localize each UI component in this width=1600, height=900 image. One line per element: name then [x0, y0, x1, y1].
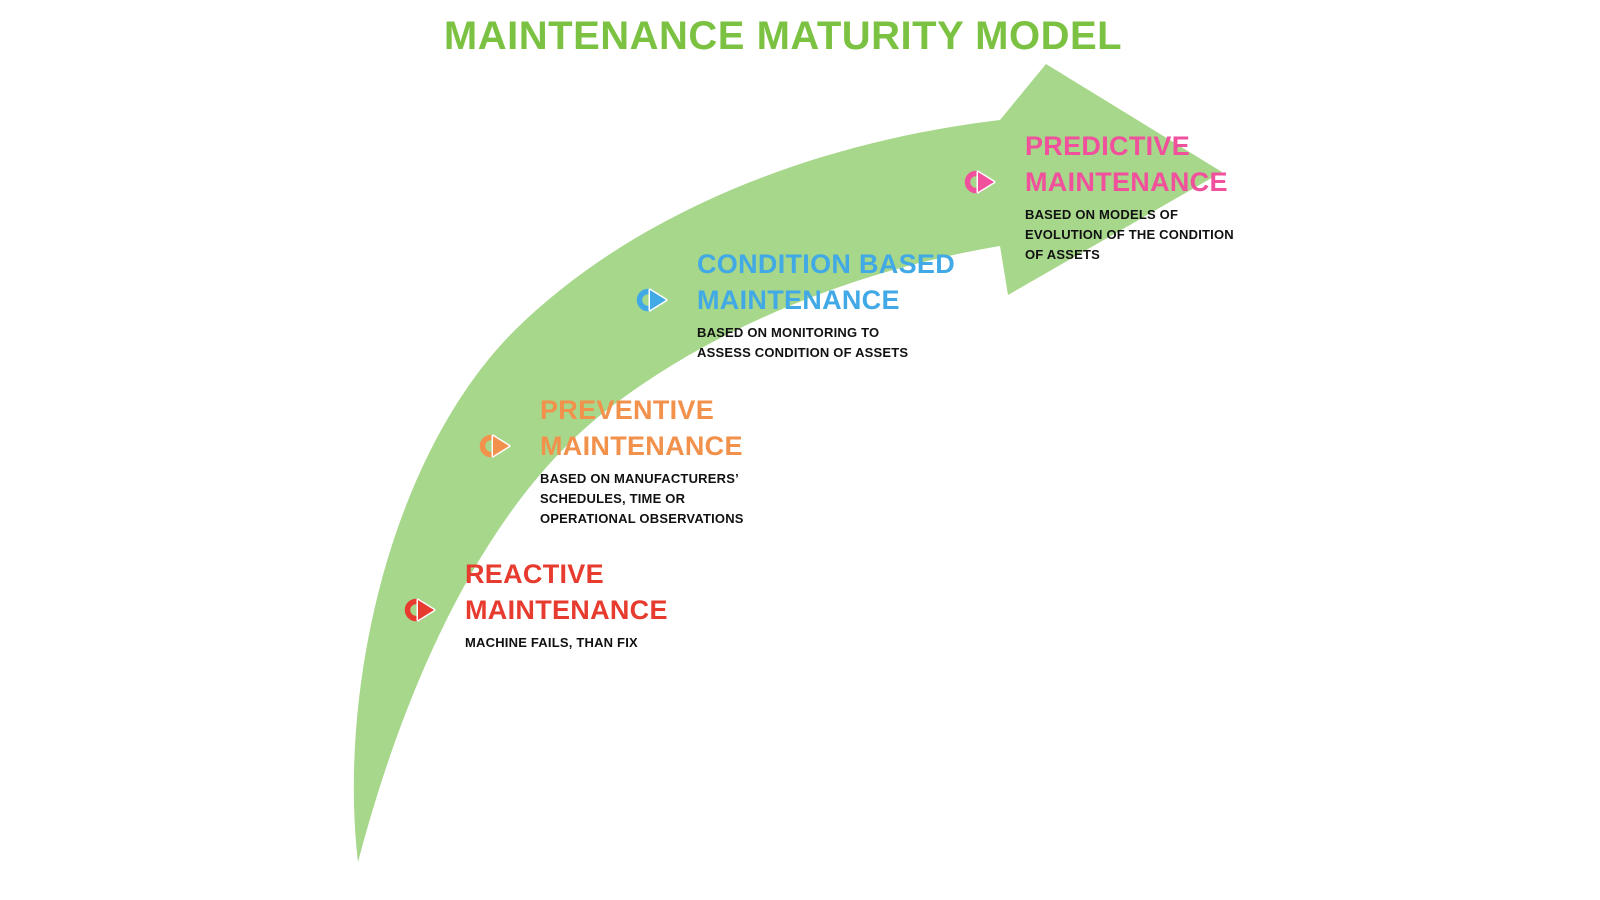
stage-description: BASED ON MANUFACTURERS’ SCHEDULES, TIME … — [540, 471, 744, 526]
stage-predictive-maintenance: PREDICTIVE MAINTENANCE BASED ON MODELS O… — [964, 128, 1234, 265]
stage-preventive-maintenance: PREVENTIVE MAINTENANCE BASED ON MANUFACT… — [479, 392, 744, 529]
stage-description: BASED ON MONITORING TO ASSESS CONDITION … — [697, 325, 909, 360]
page-title: MAINTENANCE MATURITY MODEL — [443, 14, 1123, 58]
target-arrow-icon — [479, 434, 511, 458]
stage-reactive-maintenance: REACTIVE MAINTENANCE MACHINE FAILS, THAN… — [404, 556, 668, 653]
stage-heading: CONDITION BASED MAINTENANCE — [697, 249, 956, 315]
stage-heading: REACTIVE MAINTENANCE — [465, 559, 668, 625]
stage-condition-based-maintenance: CONDITION BASED MAINTENANCE BASED ON MON… — [636, 246, 956, 363]
target-arrow-icon — [964, 170, 996, 194]
stage-heading: PREDICTIVE MAINTENANCE — [1025, 131, 1228, 197]
stage-description: BASED ON MODELS OF EVOLUTION OF THE COND… — [1025, 207, 1234, 262]
target-arrow-icon — [636, 288, 668, 312]
stage-description: MACHINE FAILS, THAN FIX — [465, 635, 638, 650]
stage-heading: PREVENTIVE MAINTENANCE — [540, 395, 743, 461]
target-arrow-icon — [404, 598, 436, 622]
